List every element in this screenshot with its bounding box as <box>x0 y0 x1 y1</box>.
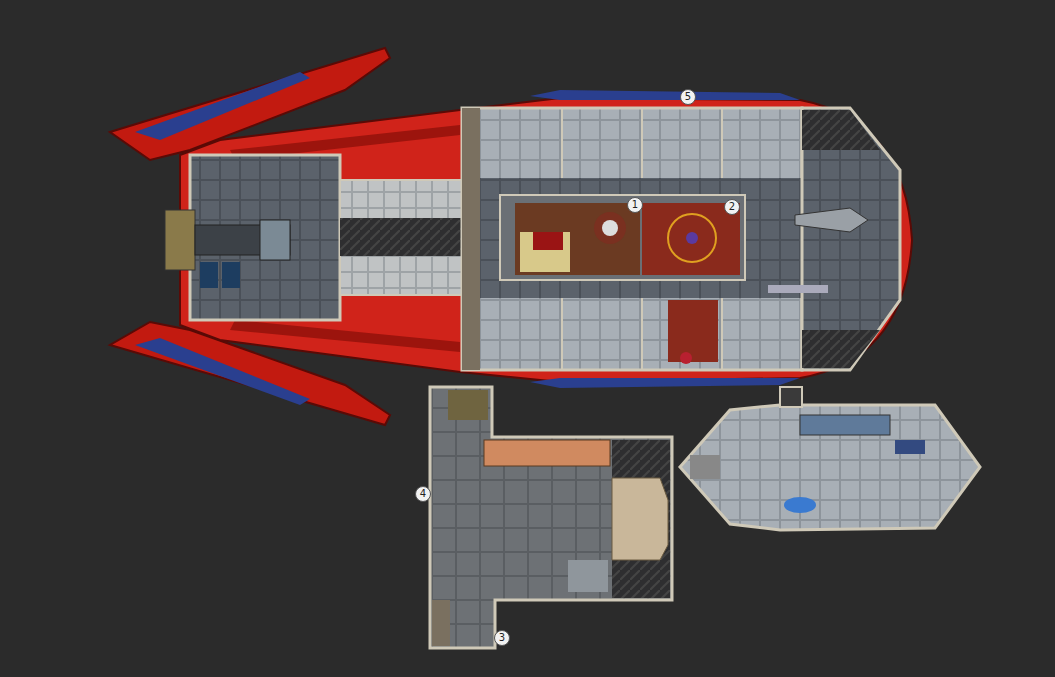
callout-number: 3 <box>494 630 510 646</box>
callout-number: 5 <box>680 89 696 105</box>
callout-number: 2 <box>724 199 740 215</box>
callout-number: 4 <box>415 486 431 502</box>
callout-number: 1 <box>627 197 643 213</box>
